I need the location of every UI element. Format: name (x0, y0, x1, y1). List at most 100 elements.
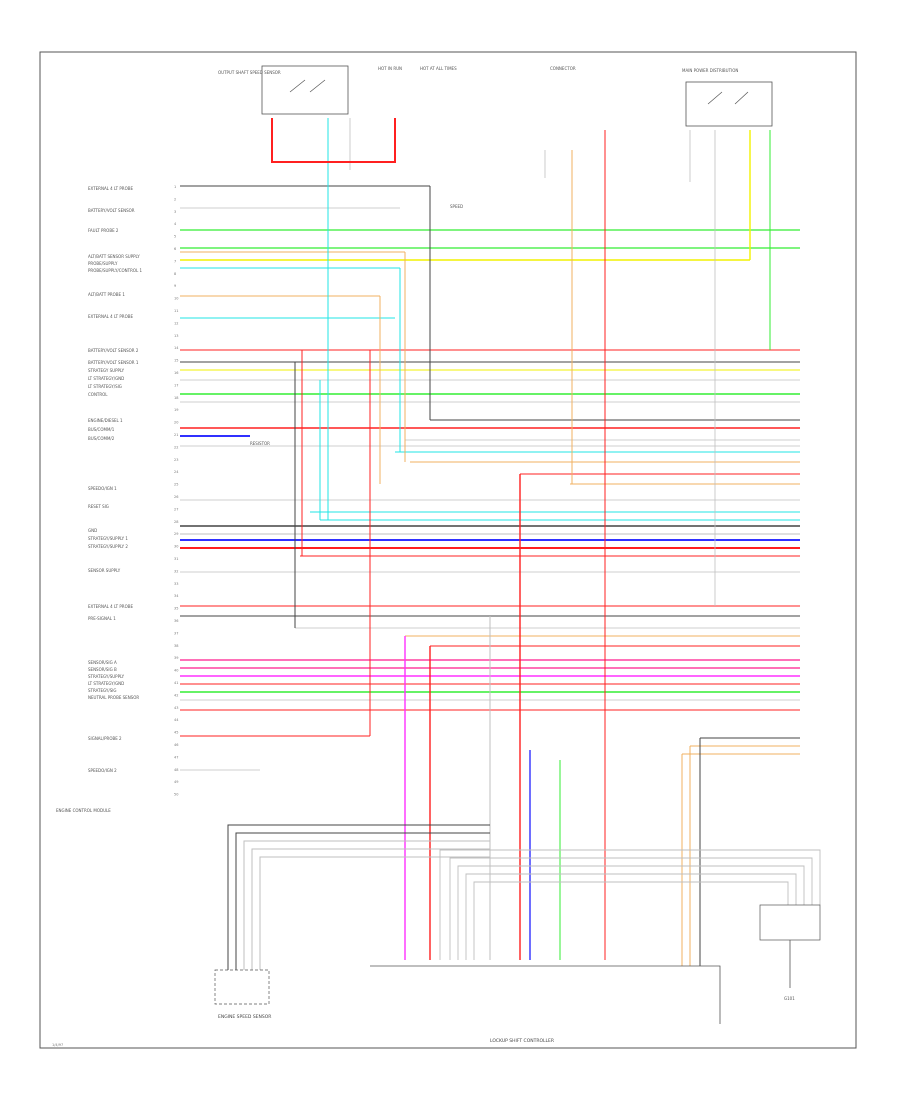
left-label: STRATEGY/SIG (88, 688, 117, 693)
pin-number: 35 (174, 607, 178, 611)
left-label: EXTERNAL 4 LT PROBE (88, 604, 133, 609)
harness-wire (449, 857, 813, 960)
pin-number: 11 (174, 309, 178, 313)
fuse-label-hot-in-run: HOT IN RUN (378, 66, 402, 71)
left-label: SPEEDO/IGN 1 (88, 486, 117, 491)
left-label: STRATEGY/SUPPLY (88, 674, 125, 679)
sensor-wire (235, 832, 490, 970)
sensor-wire (243, 840, 490, 970)
left-label: ALT/BATT SENSOR SUPPLY (88, 254, 140, 259)
pin-number: 22 (174, 445, 178, 449)
left-label: STRATEGY/SUPPLY 1 (88, 536, 128, 541)
resistor-label: RESISTOR (250, 441, 270, 446)
left-label: SIGNAL/PROBE 2 (88, 736, 122, 741)
left-label: SENSOR SUPPLY (88, 568, 121, 573)
module-note: ENGINE CONTROL MODULE (56, 808, 111, 813)
sensor-wire (259, 856, 490, 970)
top-left-connector-label: OUTPUT SHAFT SPEED SENSOR (218, 70, 281, 75)
left-label: SENSOR/SIG B (88, 667, 117, 672)
pin-number: 3 (174, 210, 176, 214)
horizontal-wires (180, 185, 800, 771)
pin-number: 33 (174, 582, 178, 586)
pin-number: 46 (174, 743, 178, 747)
pin-number: 25 (174, 483, 178, 487)
left-label: LT STRATEGY/GND (88, 681, 124, 686)
sensor-wire (227, 824, 490, 970)
reference-label: 1/4/97 (52, 1043, 63, 1047)
harness-wire (457, 865, 805, 960)
pin-number: 27 (174, 507, 178, 511)
pin-number: 26 (174, 495, 178, 499)
pin-number: 24 (174, 470, 179, 474)
pin-number: 16 (174, 371, 178, 375)
pin-number: 2 (174, 197, 176, 201)
pin-number: 44 (174, 718, 179, 722)
left-label: FAULT PROBE 2 (88, 228, 119, 233)
pin-number: 5 (174, 235, 176, 239)
left-label: BATTERY/VOLT SENSOR 1 (88, 360, 139, 365)
left-pin-numbers: 1234567891011121314151617181920212223242… (174, 185, 179, 797)
pin-number: 20 (174, 421, 178, 425)
left-label: STRATEGY/SUPPLY 2 (88, 544, 128, 549)
pin-number: 19 (174, 408, 178, 412)
left-label: BUS/COMM/1 (88, 427, 115, 432)
pin-number: 14 (174, 346, 179, 350)
pin-number: 50 (174, 793, 178, 797)
pin-number: 49 (174, 780, 178, 784)
pin-number: 4 (174, 222, 177, 226)
bottom-right-connector: G101 (759, 904, 821, 1001)
sensor-wire (251, 848, 490, 970)
ground-label: G101 (784, 996, 795, 1001)
pin-number: 34 (174, 594, 179, 598)
pin-number: 17 (174, 383, 178, 387)
pin-number: 18 (174, 396, 178, 400)
bottom-center-connector: LOCKUP SHIFT CONTROLLER (370, 965, 721, 1044)
pin-number: 41 (174, 681, 178, 685)
switch-label: SPEED (450, 204, 463, 209)
pin-number: 12 (174, 321, 178, 325)
pin-number: 28 (174, 520, 178, 524)
left-label: ALT/BATT PROBE 1 (88, 292, 125, 297)
left-label: LT STRATEGY/GND (88, 376, 124, 381)
bottom-center-connector-label: LOCKUP SHIFT CONTROLLER (490, 1038, 554, 1044)
pin-number: 36 (174, 619, 178, 623)
top-right-connector: MAIN POWER DISTRIBUTION (682, 68, 773, 127)
left-label: BUS/COMM/2 (88, 436, 115, 441)
top-right-connector-label: MAIN POWER DISTRIBUTION (682, 68, 738, 73)
pin-number: 30 (174, 545, 178, 549)
bottom-left-connector: ENGINE SPEED SENSOR (214, 969, 271, 1020)
left-label: PROBE/SUPPLY (88, 261, 118, 266)
top-center-connector-label: CONNECTOR (550, 66, 576, 71)
left-label: NEUTRAL PROBE SENSOR (88, 695, 139, 700)
left-label: EXTERNAL 4 LT PROBE (88, 186, 133, 191)
left-label: SENSOR/SIG A (88, 660, 117, 665)
pin-number: 48 (174, 768, 178, 772)
pin-number: 7 (174, 259, 176, 263)
left-label: RESET SIG (88, 504, 109, 509)
left-label: CONTROL (88, 392, 108, 397)
pin-number: 8 (174, 272, 176, 276)
pin-number: 15 (174, 359, 178, 363)
pin-number: 47 (174, 755, 178, 759)
left-label: STRATEGY SUPPLY (88, 368, 125, 373)
left-label: BATTERY/VOLT SENSOR (88, 208, 135, 213)
harness-wire (465, 873, 797, 960)
left-label: EXTERNAL 4 LT PROBE (88, 314, 133, 319)
pin-number: 23 (174, 458, 178, 462)
left-label: GND (88, 528, 97, 533)
pin-number: 31 (174, 557, 178, 561)
pin-number: 39 (174, 656, 178, 660)
top-left-connector: OUTPUT SHAFT SPEED SENSOR (218, 65, 396, 163)
left-label: PROBE/SUPPLY/CONTROL 1 (88, 268, 143, 273)
pin-number: 6 (174, 247, 176, 251)
left-label: LT STRATEGY/SIG (88, 384, 122, 389)
harness-wire (439, 849, 821, 960)
harness-wire (473, 881, 789, 960)
left-label: BATTERY/VOLT SENSOR 2 (88, 348, 139, 353)
pin-number: 1 (174, 185, 176, 189)
left-label: PRE-SIGNAL 1 (88, 616, 116, 621)
pin-number: 21 (174, 433, 178, 437)
bottom-left-connector-label: ENGINE SPEED SENSOR (218, 1014, 271, 1020)
pin-number: 42 (174, 693, 178, 697)
